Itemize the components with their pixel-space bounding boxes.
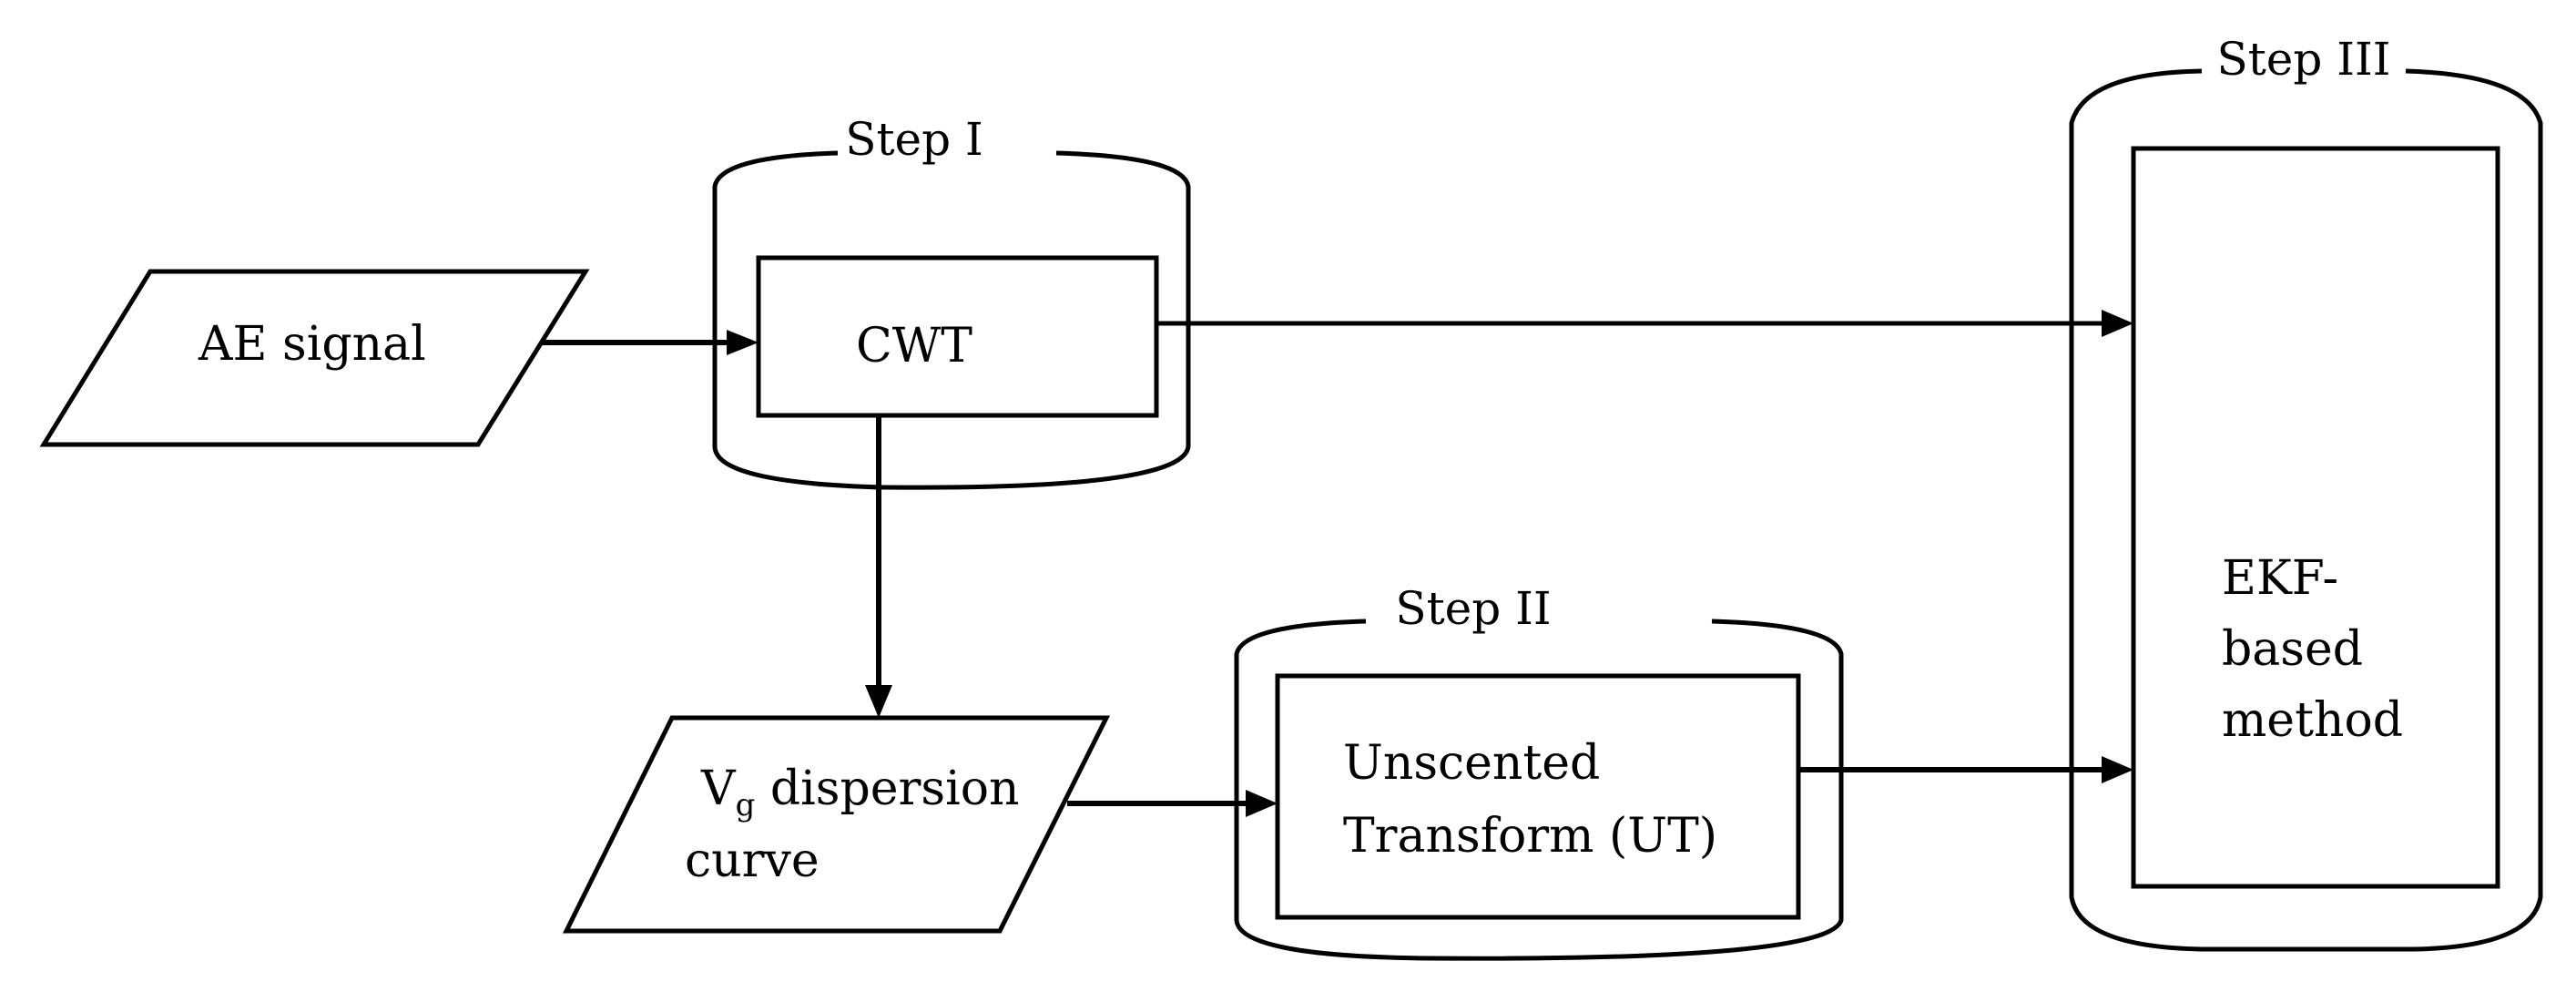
arrowhead-ut-to-ekf — [2102, 756, 2133, 783]
ekf-label-line1: EKF- — [2222, 551, 2338, 606]
step3-container — [2069, 68, 2543, 952]
vg-dispersion-word: dispersion — [755, 762, 1019, 816]
ekf-box — [2131, 146, 2500, 889]
step2-label: Step II — [1395, 582, 1551, 635]
vg-dispersion-shape — [562, 715, 1111, 934]
step2-container — [1234, 619, 1844, 961]
arrowhead-vg-to-ut — [1246, 790, 1278, 817]
vg-dispersion-line2: curve — [685, 833, 820, 888]
vg-v: V — [700, 762, 737, 816]
ekf-label-line2: based — [2222, 622, 2363, 677]
cwt-label: CWT — [856, 319, 972, 373]
step1-label: Step I — [845, 113, 983, 166]
arrowhead-ae-to-cwt — [727, 330, 759, 355]
ae-signal-shape — [39, 269, 590, 447]
step1-container — [712, 150, 1191, 490]
ut-label-line2: Transform (UT) — [1343, 809, 1717, 864]
arrowhead-cwt-to-ekf — [2102, 310, 2133, 337]
step3-label: Step III — [2216, 33, 2390, 86]
ekf-label-line3: method — [2222, 693, 2403, 748]
vg-dispersion-line1: Vg dispersion — [700, 762, 1020, 823]
ae-signal-label: AE signal — [198, 317, 426, 372]
vg-subscript: g — [736, 787, 756, 823]
arrowhead-cwt-to-vg — [865, 685, 892, 718]
ut-label-line1: Unscented — [1343, 736, 1600, 791]
ut-box — [1275, 673, 1801, 920]
cwt-box — [756, 255, 1159, 418]
